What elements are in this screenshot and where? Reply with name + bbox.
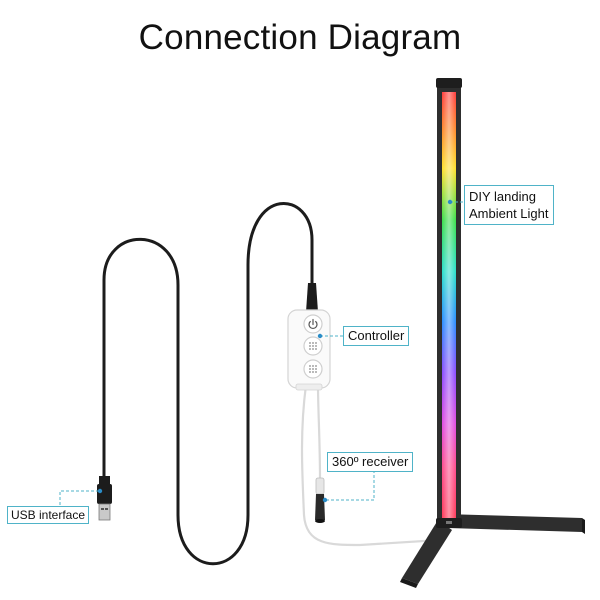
page-title: Connection Diagram (138, 18, 462, 57)
speaker-holes-icon (309, 365, 317, 373)
white-cable-receiver (316, 384, 322, 481)
usb-interface-label: USB interface (7, 506, 90, 524)
controller-label: Controller (343, 326, 410, 346)
receiver-module (315, 477, 325, 523)
ambient-light-label-line2: Ambient Light (469, 206, 549, 221)
lamp-base-left (402, 520, 452, 584)
power-cable (102, 202, 314, 566)
callout-leaders (59, 201, 464, 510)
receiver-label: 360º receiver (327, 452, 414, 472)
ambient-light-label-line1: DIY landing (469, 189, 536, 204)
mic-icon (309, 342, 317, 350)
lamp-base-right (444, 514, 582, 532)
floor-lamp (400, 78, 585, 588)
ambient-light-label: DIY landing Ambient Light (464, 185, 554, 225)
controller-device (287, 309, 331, 391)
white-cable-strip (300, 384, 441, 547)
power-icon (308, 318, 318, 330)
usb-plug (97, 476, 112, 521)
